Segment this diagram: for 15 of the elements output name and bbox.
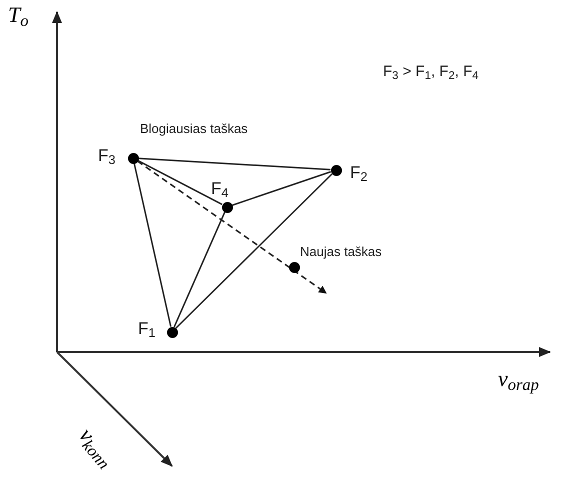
- line: [138, 158, 331, 170]
- point-label: Naujas taškas: [300, 243, 382, 261]
- line: [174, 212, 226, 328]
- point-label: F$_{1}$: [138, 318, 156, 342]
- point-label: F$_{2}$: [350, 162, 368, 186]
- line: [138, 160, 222, 206]
- axis-label: T$_{o}$: [8, 4, 28, 26]
- point-label: Blogiausias taškas: [140, 120, 248, 138]
- line: [232, 171, 332, 206]
- dashed-arrow: [137, 160, 327, 294]
- note-text: F$_{3}$ > F$_{1}$, F$_{2}$, F$_{4}$: [383, 64, 478, 79]
- line: [175, 173, 333, 329]
- point-label: F$_{3}$: [98, 145, 116, 168]
- point-label: F$_{4}$: [211, 178, 228, 202]
- line: [133, 163, 172, 327]
